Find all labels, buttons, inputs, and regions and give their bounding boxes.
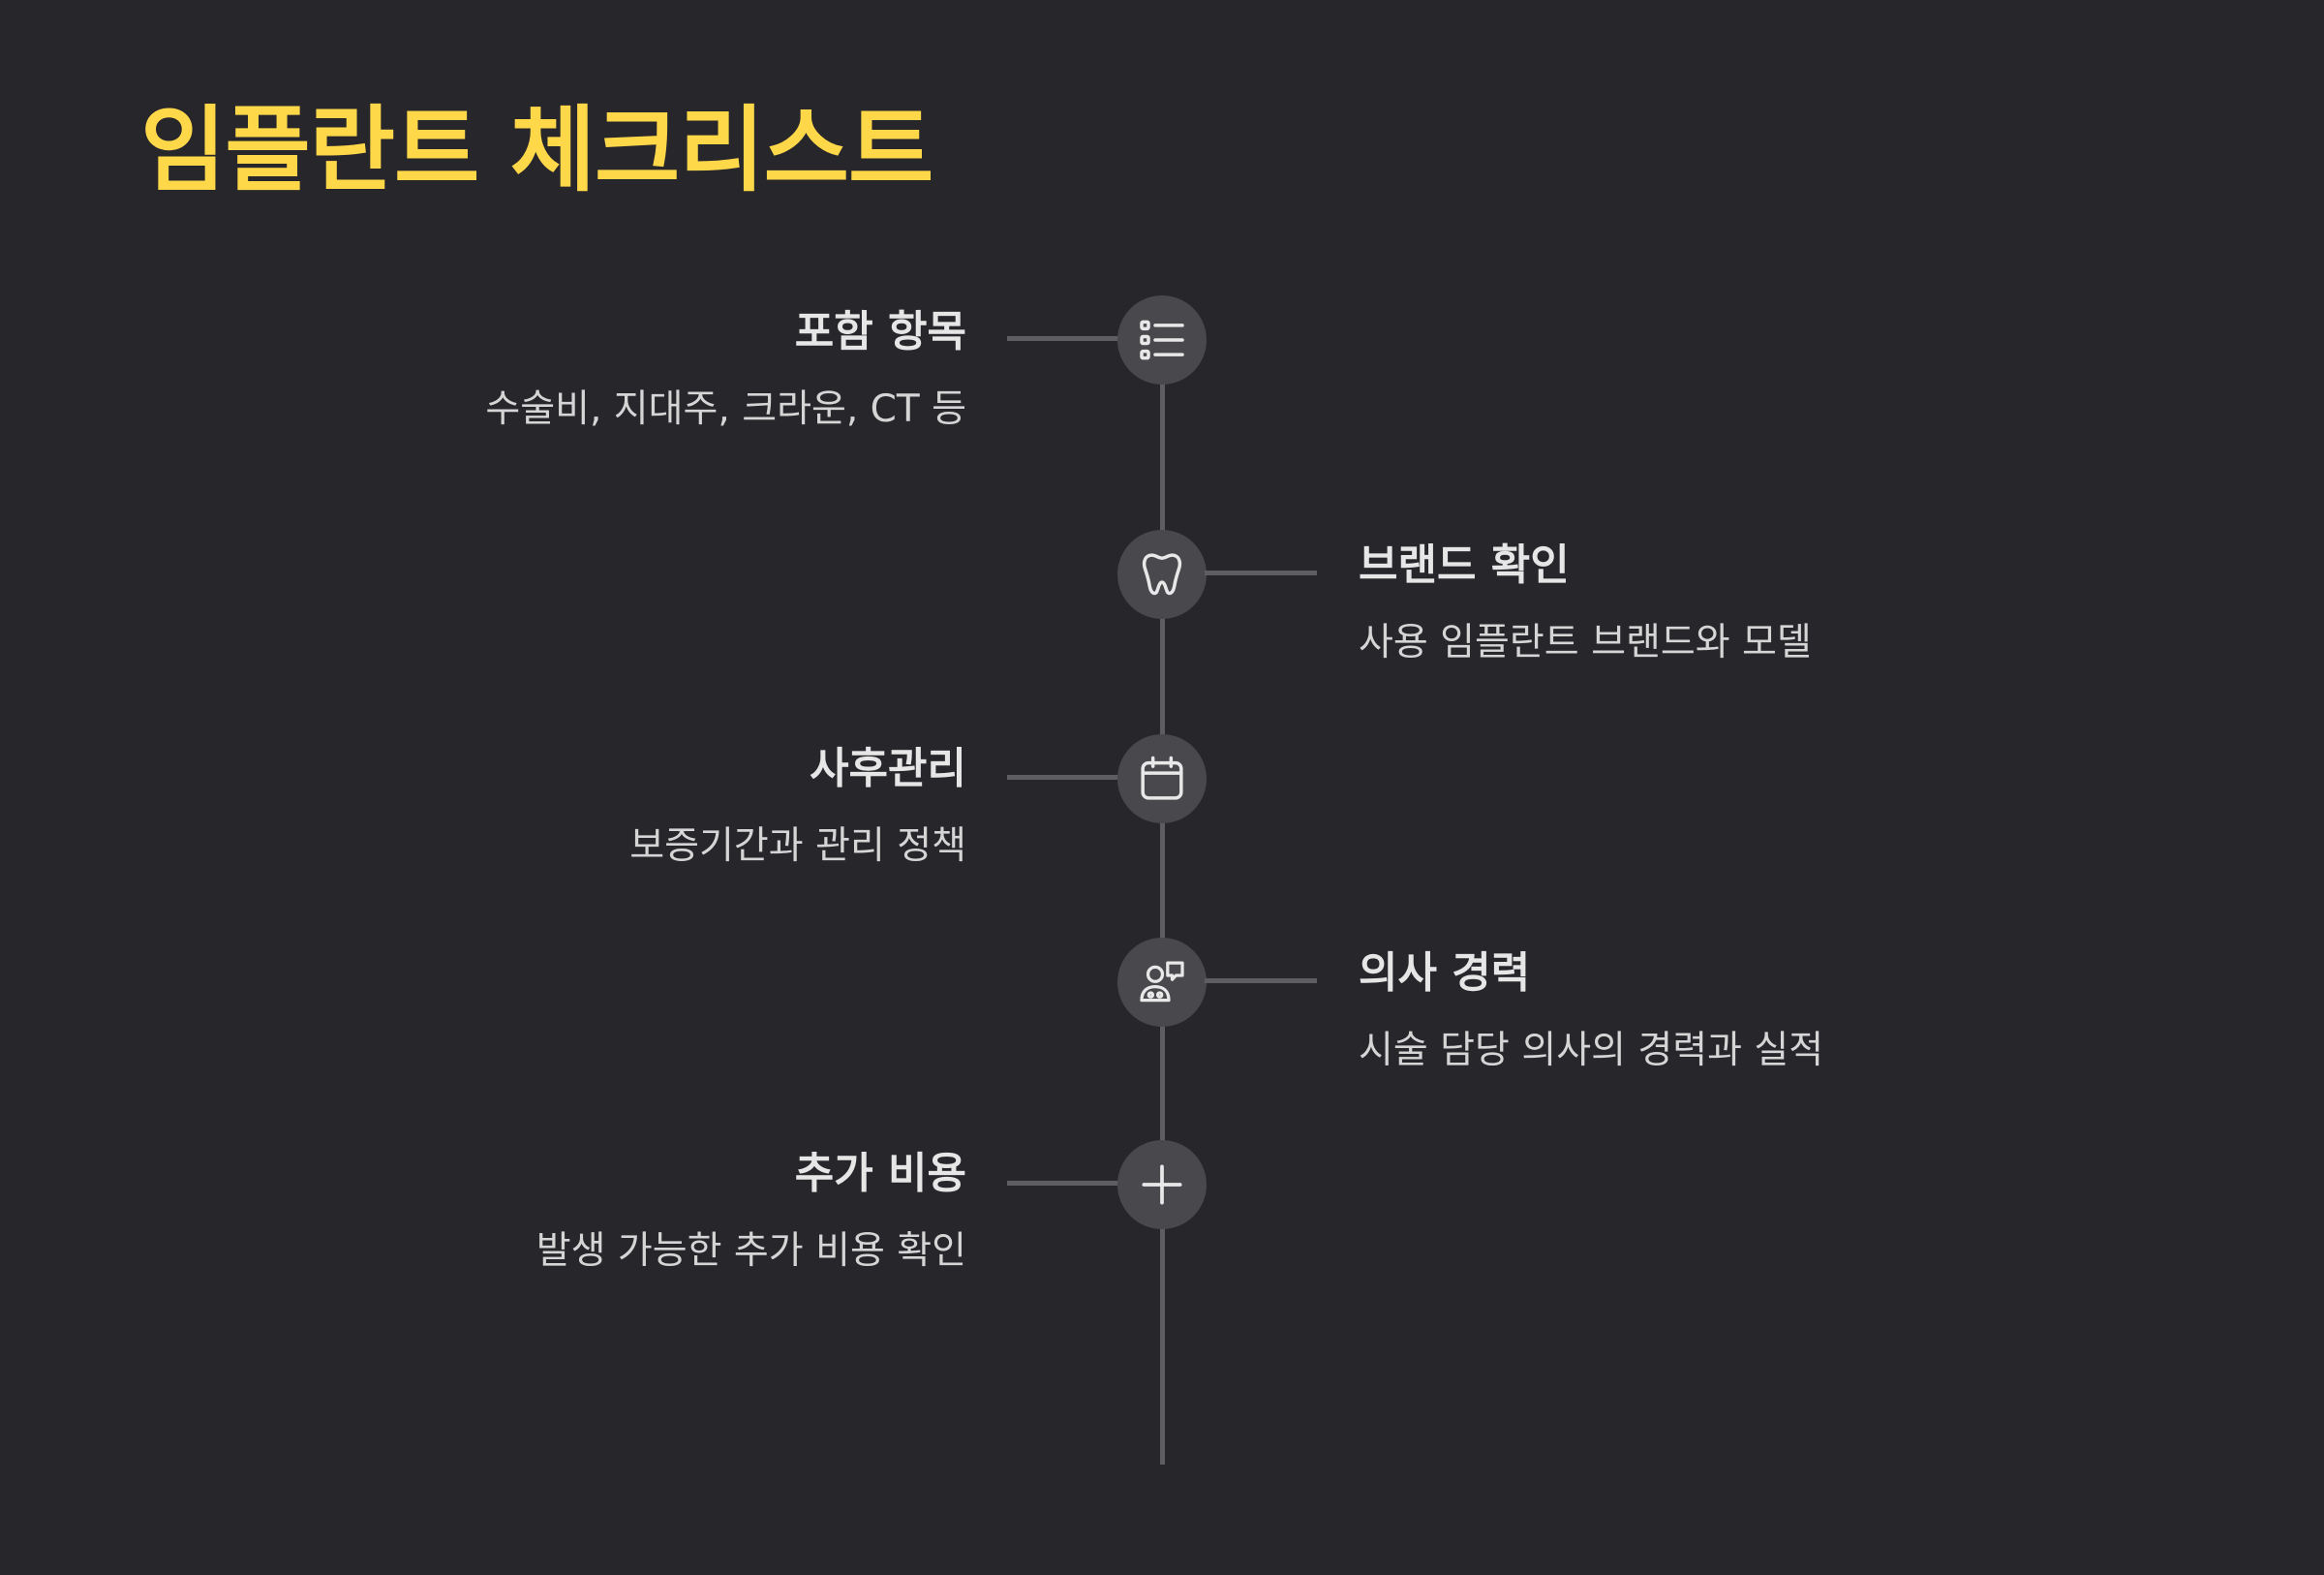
connector-line xyxy=(1205,978,1317,983)
item-title: 추가 비용 xyxy=(794,1149,966,1198)
timeline-node-extra-cost xyxy=(1117,1140,1207,1229)
item-description: 수술비, 지대주, 크라운, CT 등 xyxy=(485,386,966,431)
tooth-icon xyxy=(1142,553,1182,596)
doctor-icon xyxy=(1140,961,1184,1003)
connector-line xyxy=(1007,1181,1119,1186)
page-title: 임플란트 체크리스트 xyxy=(140,96,933,204)
item-description: 시술 담당 의사의 경력과 실적 xyxy=(1359,1028,1824,1072)
timeline-item-included-items: 포함 항목 수술비, 지대주, 크라운, CT 등 xyxy=(289,307,966,433)
timeline-node-doctor-career xyxy=(1117,938,1207,1027)
plus-icon xyxy=(1142,1164,1182,1205)
list-icon xyxy=(1140,320,1184,360)
timeline-node-included-items xyxy=(1117,295,1207,385)
item-description: 발생 가능한 추가 비용 확인 xyxy=(535,1228,966,1273)
timeline-item-doctor-career: 의사 경력 시술 담당 의사의 경력과 실적 xyxy=(1359,948,2036,1074)
item-title: 사후관리 xyxy=(810,744,966,793)
calendar-icon xyxy=(1141,756,1183,800)
item-description: 보증기간과 관리 정책 xyxy=(629,823,966,868)
timeline-item-extra-cost: 추가 비용 발생 가능한 추가 비용 확인 xyxy=(289,1149,966,1275)
timeline-item-brand-check: 브랜드 확인 사용 임플란트 브랜드와 모델 xyxy=(1359,540,2036,666)
timeline-node-aftercare xyxy=(1117,734,1207,823)
item-description: 사용 임플란트 브랜드와 모델 xyxy=(1359,620,1812,664)
connector-line xyxy=(1205,571,1317,575)
timeline-node-brand-check xyxy=(1117,530,1207,619)
item-title: 브랜드 확인 xyxy=(1359,540,1570,590)
connector-line xyxy=(1007,336,1119,341)
item-title: 포함 항목 xyxy=(794,307,966,356)
timeline-item-aftercare: 사후관리 보증기간과 관리 정책 xyxy=(289,744,966,870)
timeline-spine xyxy=(1160,339,1165,1465)
connector-line xyxy=(1007,775,1119,780)
item-title: 의사 경력 xyxy=(1359,948,1531,998)
